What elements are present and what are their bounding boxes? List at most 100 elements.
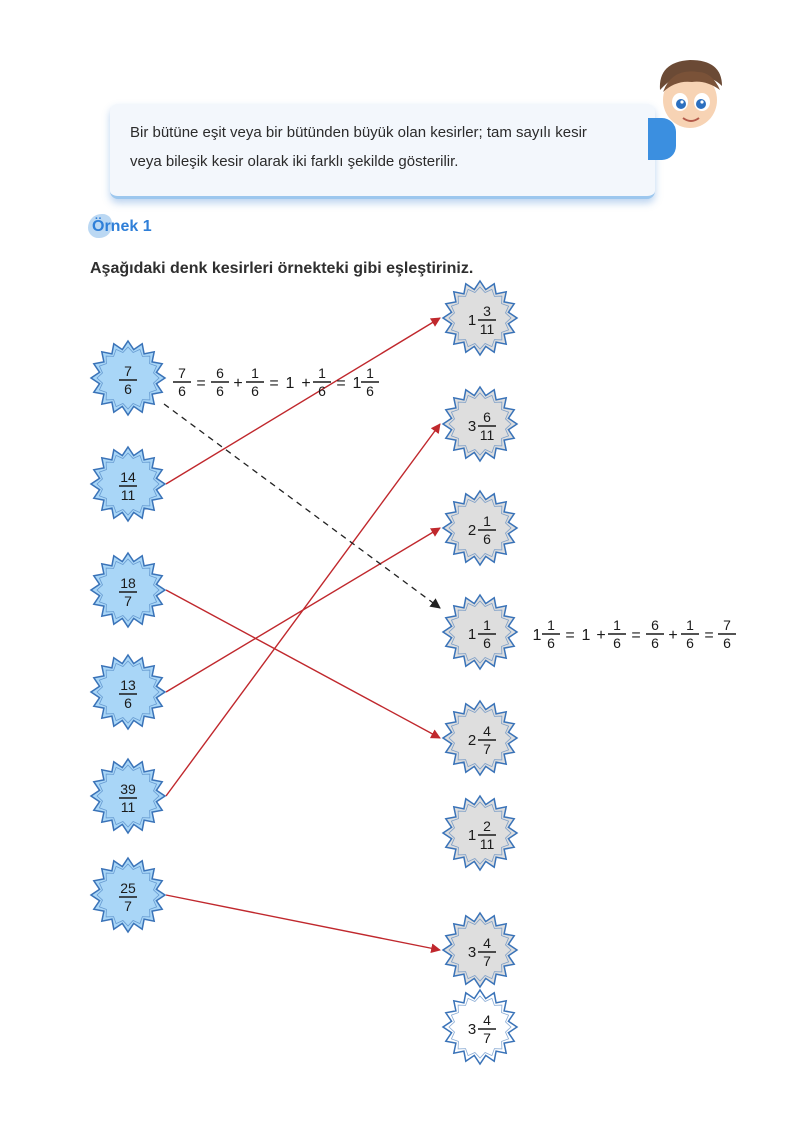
example-marker-icon [88, 214, 112, 238]
badge-inner-star [448, 392, 512, 456]
fraction-numerator: 6 [216, 365, 224, 381]
right-fraction-badge: 116 [441, 593, 519, 671]
eq-term: 16 [608, 617, 626, 651]
fraction-numerator: 7 [723, 617, 731, 633]
improper-fraction: 187 [119, 575, 137, 609]
badge-outer-star [441, 699, 519, 777]
mixed-whole: 1 [468, 312, 476, 329]
fraction-denominator: 6 [216, 383, 224, 399]
improper-fraction: 76 [119, 363, 137, 397]
left-fraction-badge: 76 [89, 339, 167, 417]
fraction-denominator: 7 [483, 1030, 491, 1046]
fraction-denominator: 7 [124, 898, 132, 914]
left-fraction-badge: 257 [89, 856, 167, 934]
info-tab [648, 118, 676, 160]
eq-result-fraction: 76 [718, 617, 736, 651]
badge-outer-star [89, 445, 167, 523]
badge-inner-star [96, 764, 160, 828]
info-line-1: Bir bütüne eşit veya bir bütünden büyük … [130, 124, 587, 141]
mixed-whole: 3 [468, 418, 476, 435]
badge-inner-star [448, 801, 512, 865]
fraction-numerator: 13 [120, 677, 136, 693]
mixed-fraction-part: 311 [478, 303, 496, 337]
eq-term: 16 [681, 617, 699, 651]
badge-outer-star [441, 593, 519, 671]
fraction-denominator: 6 [723, 635, 731, 651]
fraction-numerator: 7 [178, 365, 186, 381]
badge-inner-star [96, 660, 160, 724]
eq-start-fraction: 16 [542, 617, 560, 651]
badge-inner-star [448, 995, 512, 1059]
fraction-denominator: 6 [124, 695, 132, 711]
example-dashed-arrow [163, 403, 441, 609]
left-fraction-badge: 136 [89, 653, 167, 731]
fraction-numerator: 3 [483, 303, 491, 319]
fraction-denominator: 6 [178, 383, 186, 399]
fraction-numerator: 1 [483, 513, 491, 529]
fraction-denominator: 6 [651, 635, 659, 651]
fraction-denominator: 6 [613, 635, 621, 651]
eq-sign: = [336, 375, 345, 392]
eq-term: 66 [646, 617, 664, 651]
example-label: Örnek 1 [92, 218, 152, 235]
fraction-denominator: 7 [124, 593, 132, 609]
plus-sign: + [668, 627, 677, 644]
badge-inner-star [448, 706, 512, 770]
fraction-denominator: 6 [251, 383, 259, 399]
mixed-whole: 3 [468, 1021, 476, 1038]
fraction-numerator: 1 [366, 365, 374, 381]
eq-term: 66 [211, 365, 229, 399]
mixed-fraction-part: 16 [478, 513, 496, 547]
left-fraction-badge: 187 [89, 551, 167, 629]
fraction-denominator: 11 [121, 799, 136, 815]
fraction-denominator: 6 [483, 635, 491, 651]
fraction-denominator: 7 [483, 953, 491, 969]
fraction-numerator: 39 [120, 781, 136, 797]
mixed-fraction-part: 211 [478, 818, 496, 852]
info-box: Bir bütüne eşit veya bir bütünden büyük … [110, 104, 655, 199]
badge-outer-star [89, 339, 167, 417]
match-arrow [165, 894, 441, 954]
right-fraction-badge: 247 [441, 699, 519, 777]
fraction-numerator: 1 [318, 365, 326, 381]
right-fraction-badge: 347 [441, 988, 519, 1066]
right-fraction-badge: 347 [441, 911, 519, 989]
eq-result-fraction: 16 [361, 365, 379, 399]
badge-inner-star [96, 863, 160, 927]
eq-sign: = [269, 375, 278, 392]
eq-sign: = [565, 627, 574, 644]
mascot-boy-icon [659, 60, 722, 128]
match-arrow [165, 317, 441, 485]
fraction-denominator: 7 [483, 741, 491, 757]
fraction-numerator: 1 [613, 617, 621, 633]
improper-fraction: 136 [119, 677, 137, 711]
fraction-denominator: 6 [483, 531, 491, 547]
eq-one: 1 [582, 627, 591, 644]
info-line-2: veya bileşik kesir olarak iki farklı şek… [130, 153, 459, 170]
fraction-numerator: 6 [651, 617, 659, 633]
match-arrow [165, 589, 441, 739]
badge-inner-star [96, 452, 160, 516]
fraction-denominator: 11 [480, 321, 495, 337]
eq-result-whole: 1 [353, 375, 362, 392]
fraction-denominator: 6 [318, 383, 326, 399]
fraction-denominator: 6 [366, 383, 374, 399]
fraction-denominator: 11 [480, 427, 495, 443]
badge-inner-star [448, 918, 512, 982]
fraction-numerator: 6 [483, 409, 491, 425]
mixed-fraction-part: 47 [478, 723, 496, 757]
mixed-whole: 1 [468, 827, 476, 844]
fraction-numerator: 4 [483, 723, 491, 739]
mixed-fraction-part: 16 [478, 617, 496, 651]
badge-outer-star [441, 988, 519, 1066]
badge-outer-star [441, 911, 519, 989]
fraction-denominator: 6 [124, 381, 132, 397]
mixed-fraction-part: 611 [478, 409, 496, 443]
fraction-numerator: 4 [483, 935, 491, 951]
fraction-numerator: 2 [483, 818, 491, 834]
